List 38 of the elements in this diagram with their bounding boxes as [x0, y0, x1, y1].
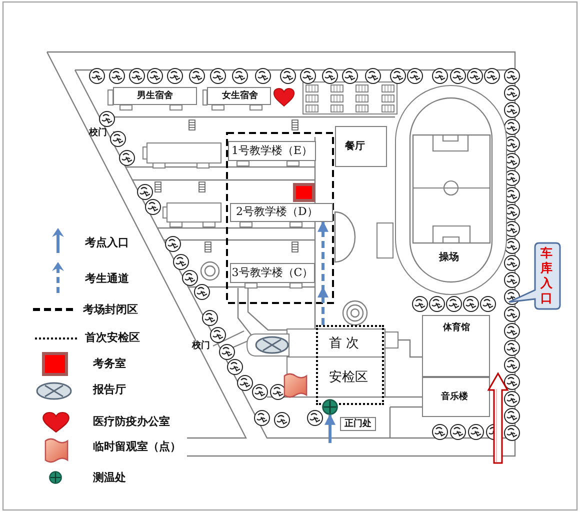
cross-circle-icon: [322, 399, 338, 415]
building-label: 男生宿舍: [137, 90, 173, 102]
building: [335, 126, 387, 167]
callout-bubble: [508, 242, 561, 310]
building-label: 女生宿舍: [222, 90, 258, 102]
building: [228, 141, 316, 161]
legend-label: 报告厅: [93, 384, 126, 397]
callout-text: 车库入口: [540, 246, 553, 306]
zone-label: 安检区: [329, 371, 368, 386]
legend-label: 考场封闭区: [83, 304, 138, 317]
building: [422, 377, 490, 417]
legend-label: 临时留观室（点）: [93, 441, 181, 454]
legend-label: 考点入口: [85, 237, 129, 250]
building-label: 音乐楼: [441, 392, 468, 402]
building-label: 餐厅: [345, 140, 365, 152]
gate-label: 校门: [89, 128, 107, 138]
running-track: [395, 85, 507, 295]
arrow: [324, 415, 336, 443]
legend-label: 首次安检区: [85, 332, 140, 345]
field-label: 操场: [439, 252, 459, 264]
legend-label: 考务室: [93, 358, 126, 371]
gate-label: 校门: [192, 341, 210, 352]
building-label: 体育馆: [443, 323, 470, 334]
building: [340, 417, 376, 431]
building: [230, 263, 315, 283]
building-label: 正门处: [344, 418, 372, 430]
building-label: 2号教学楼（D）: [236, 206, 318, 219]
legend-label: 医疗防疫办公室: [93, 416, 170, 429]
building: [422, 315, 490, 377]
zone-label: 首 次: [329, 337, 360, 352]
building-label: 1号教学楼（E）: [231, 144, 313, 158]
legend-label: 考生通道: [85, 273, 129, 286]
building: [207, 87, 271, 105]
building: [113, 87, 197, 105]
building-label: 3号教学楼（C）: [232, 266, 314, 280]
dashed-arrow: [318, 222, 328, 325]
building: [230, 203, 333, 222]
legend-label: 测温处: [93, 472, 126, 485]
